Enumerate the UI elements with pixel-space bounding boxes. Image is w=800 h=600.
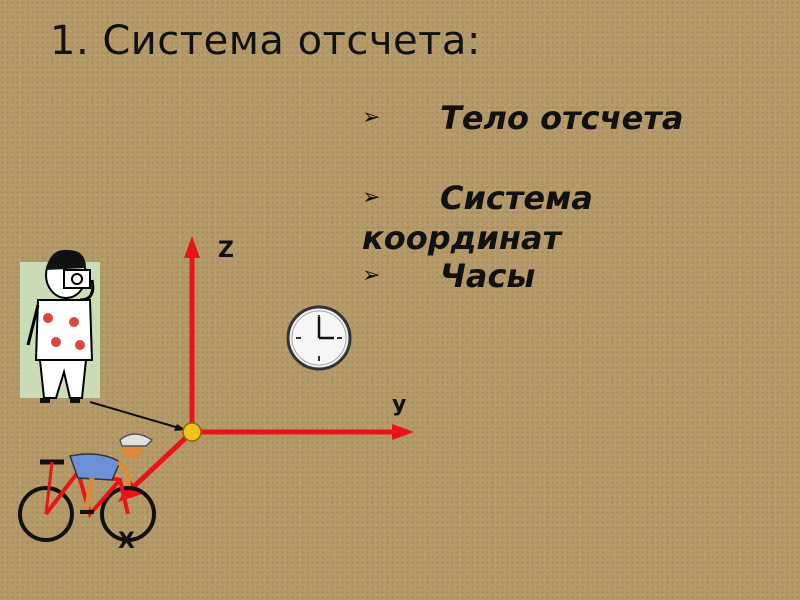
bullet-arrow-icon: ➢ (362, 105, 381, 130)
cyclist-icon (18, 433, 156, 542)
origin-point (182, 422, 202, 442)
bullet-coordinate-system: ➢Система координат (362, 178, 662, 258)
bullet-arrow-icon: ➢ (362, 185, 381, 210)
observer-to-origin-line (89, 401, 187, 431)
bullet-arrow-icon: ➢ (362, 263, 381, 288)
z-axis-label: Z (218, 238, 234, 263)
bullet-label: Система координат (362, 179, 593, 257)
clock-icon (286, 305, 352, 371)
bullet-label: Тело отсчета (440, 99, 684, 137)
slide-title: 1. Система отсчета: (50, 18, 481, 64)
bullet-reference-body: ➢ Тело отсчета (362, 98, 683, 138)
y-axis (192, 424, 414, 440)
bullet-label: Часы (440, 257, 536, 295)
bullet-clock: ➢ Часы (362, 256, 535, 296)
z-axis (184, 236, 200, 432)
observer-photographer-icon (20, 249, 100, 403)
y-axis-label: y (392, 392, 406, 417)
